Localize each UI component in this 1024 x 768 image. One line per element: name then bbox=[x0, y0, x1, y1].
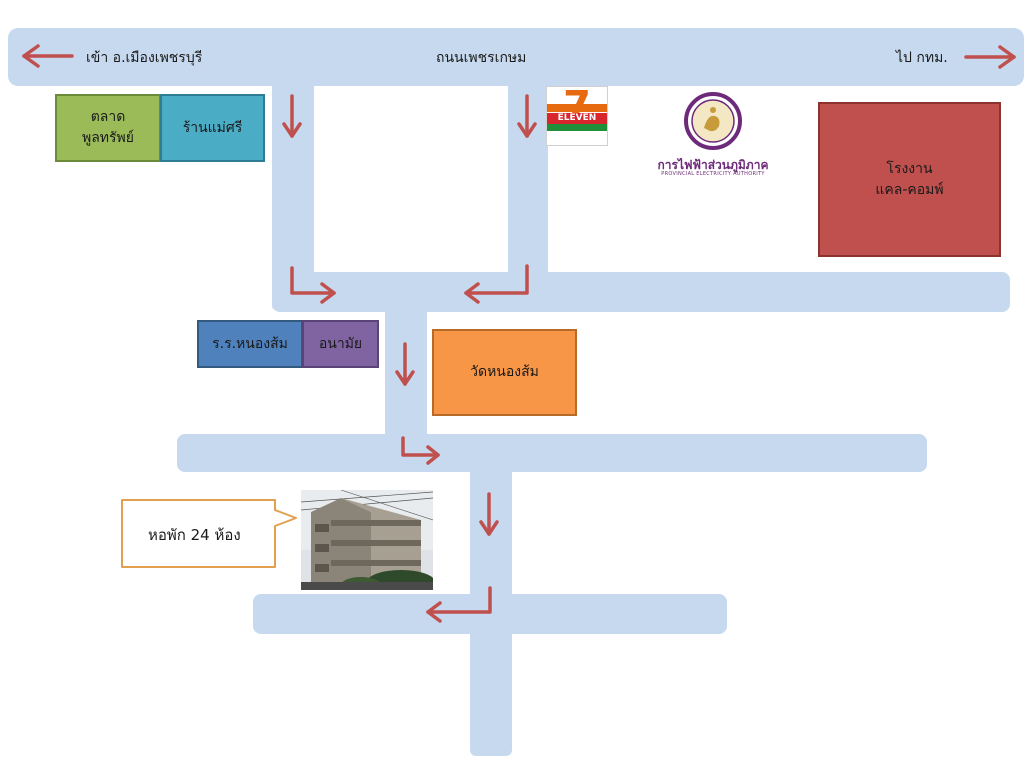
road-name-label: ถนนเพชรเกษม bbox=[436, 50, 527, 66]
factory-label: โรงงาน แคล-คอมพ์ bbox=[875, 160, 944, 198]
dorm-building-photo bbox=[301, 490, 433, 590]
shop-label: ร้านแม่ศรี bbox=[182, 119, 243, 136]
arrow-turn-left-icon bbox=[464, 264, 529, 304]
seven-eleven-text: ELEVEN bbox=[547, 113, 607, 124]
pea-name-en: PROVINCIAL ELECTRICITY AUTHORITY bbox=[661, 171, 765, 177]
road-phetkasem bbox=[8, 28, 1024, 86]
road-right-direction-label: ไป กทม. bbox=[896, 50, 948, 66]
health-center-box: อนามัย bbox=[302, 320, 379, 368]
road-horizontal-2 bbox=[177, 434, 927, 472]
arrow-left-icon bbox=[22, 44, 74, 68]
arrow-turn-right-icon bbox=[290, 266, 336, 304]
road-left-direction-label: เข้า อ.เมืองเพชรบุรี bbox=[86, 50, 203, 66]
health-center-label: อนามัย bbox=[318, 335, 363, 352]
temple-box: วัดหนองส้ม bbox=[432, 329, 577, 416]
dorm-callout-label: หอพัก 24 ห้อง bbox=[148, 526, 241, 544]
school-label: ร.ร.หนองส้ม bbox=[212, 335, 288, 352]
market-label: ตลาด พูลทรัพย์ bbox=[82, 109, 134, 146]
temple-label: วัดหนองส้ม bbox=[470, 364, 539, 380]
school-box: ร.ร.หนองส้ม bbox=[197, 320, 303, 368]
market-box: ตลาด พูลทรัพย์ bbox=[55, 94, 161, 162]
arrow-turn-right-icon bbox=[401, 436, 440, 465]
arrow-down-icon bbox=[395, 342, 415, 386]
arrow-down-icon bbox=[517, 94, 537, 138]
arrow-turn-left-icon bbox=[426, 586, 492, 623]
factory-box: โรงงาน แคล-คอมพ์ bbox=[818, 102, 1001, 257]
arrow-down-icon bbox=[282, 94, 302, 138]
pea-name: การไฟฟ้าส่วนภูมิภาค bbox=[657, 158, 769, 172]
arrow-right-icon bbox=[964, 45, 1016, 69]
shop-box: ร้านแม่ศรี bbox=[160, 94, 265, 162]
arrow-down-icon bbox=[479, 492, 499, 536]
seven-eleven-logo: 7 ELEVEN bbox=[546, 86, 608, 146]
